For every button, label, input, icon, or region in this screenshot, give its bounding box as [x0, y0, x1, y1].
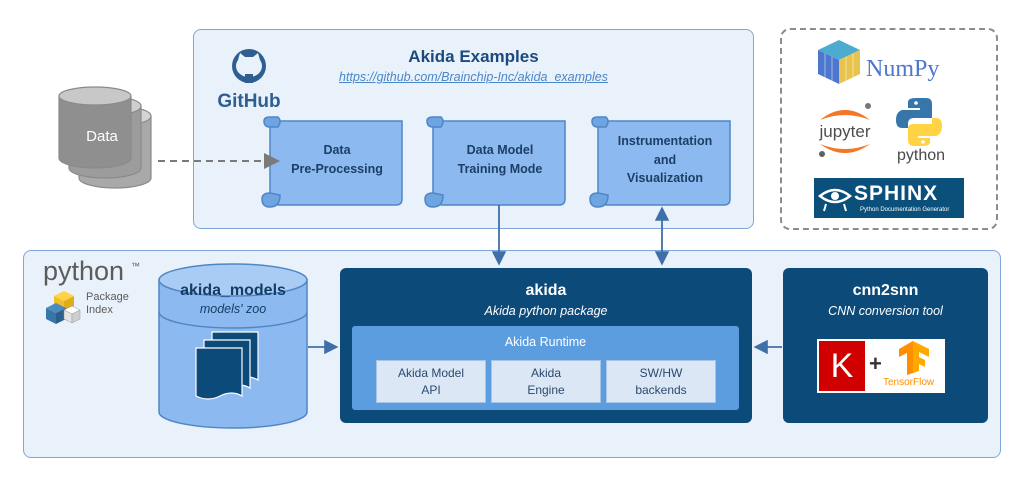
scroll-shape-training: [424, 116, 566, 208]
scroll-label-visualization: Instrumentation and Visualization: [617, 133, 713, 186]
cnn2snn-title: cnn2snn: [852, 282, 919, 299]
model-files-icon: [195, 331, 259, 400]
numpy-cube-icon: [818, 40, 860, 84]
data-source-label: Data: [86, 128, 118, 145]
github-label: GitHub: [217, 91, 280, 112]
akida-models-title: akida_models: [180, 282, 286, 299]
plus-sign: +: [869, 351, 882, 376]
scroll-shape-visualization: [589, 116, 731, 208]
akida-title: akida: [525, 282, 567, 299]
jupyter-logo-icon: jupyter: [818, 103, 871, 157]
sphinx-eye-icon: [818, 188, 852, 212]
tools-panel: [780, 28, 998, 230]
tensorflow-logo-icon: [899, 341, 929, 375]
akida-subtitle: Akida python package: [484, 304, 608, 318]
runtime-cell-model-api: Akida Model API: [376, 360, 486, 403]
akida-runtime-title: Akida Runtime: [504, 335, 587, 349]
numpy-label: NumPy: [866, 56, 940, 82]
github-logo-icon: GitHub: [217, 49, 281, 112]
keras-tensorflow-logo: K + TensorFlow: [817, 339, 945, 393]
sphinx-tagline: Python Documentation Generator: [860, 207, 950, 213]
sphinx-label: SPHINX: [854, 182, 939, 205]
data-source-database-icon: [58, 86, 152, 189]
sphinx-logo: SPHINX Python Documentation Generator: [814, 178, 964, 218]
pypi-tm: ™: [131, 261, 140, 271]
scroll-shape-preprocessing: [261, 116, 403, 208]
examples-url-link[interactable]: https://github.com/Brainchip-Inc/akida_e…: [339, 70, 608, 84]
keras-logo-icon: K: [819, 341, 865, 391]
examples-title: Akida Examples: [408, 47, 539, 66]
pypi-package-label: Package: [86, 291, 129, 303]
pypi-python-label: python: [43, 256, 125, 286]
scroll-label-preprocessing: Data Pre-Processing: [291, 143, 383, 176]
python-label: python: [897, 147, 945, 164]
pypi-boxes-icon: [46, 291, 81, 324]
tensorflow-label: TensorFlow: [883, 377, 935, 388]
cnn2snn-subtitle: CNN conversion tool: [828, 304, 943, 318]
runtime-cell-engine: Akida Engine: [491, 360, 601, 403]
akida-models-subtitle: models' zoo: [199, 302, 267, 316]
runtime-cell-backends: SW/HW backends: [606, 360, 716, 403]
python-logo-icon: python: [896, 98, 945, 164]
jupyter-label: jupyter: [818, 122, 870, 141]
scroll-label-training: Data Model Training Mode: [457, 143, 543, 176]
akida-models-cylinder: [158, 263, 308, 429]
pypi-index-label: Index: [86, 304, 113, 316]
